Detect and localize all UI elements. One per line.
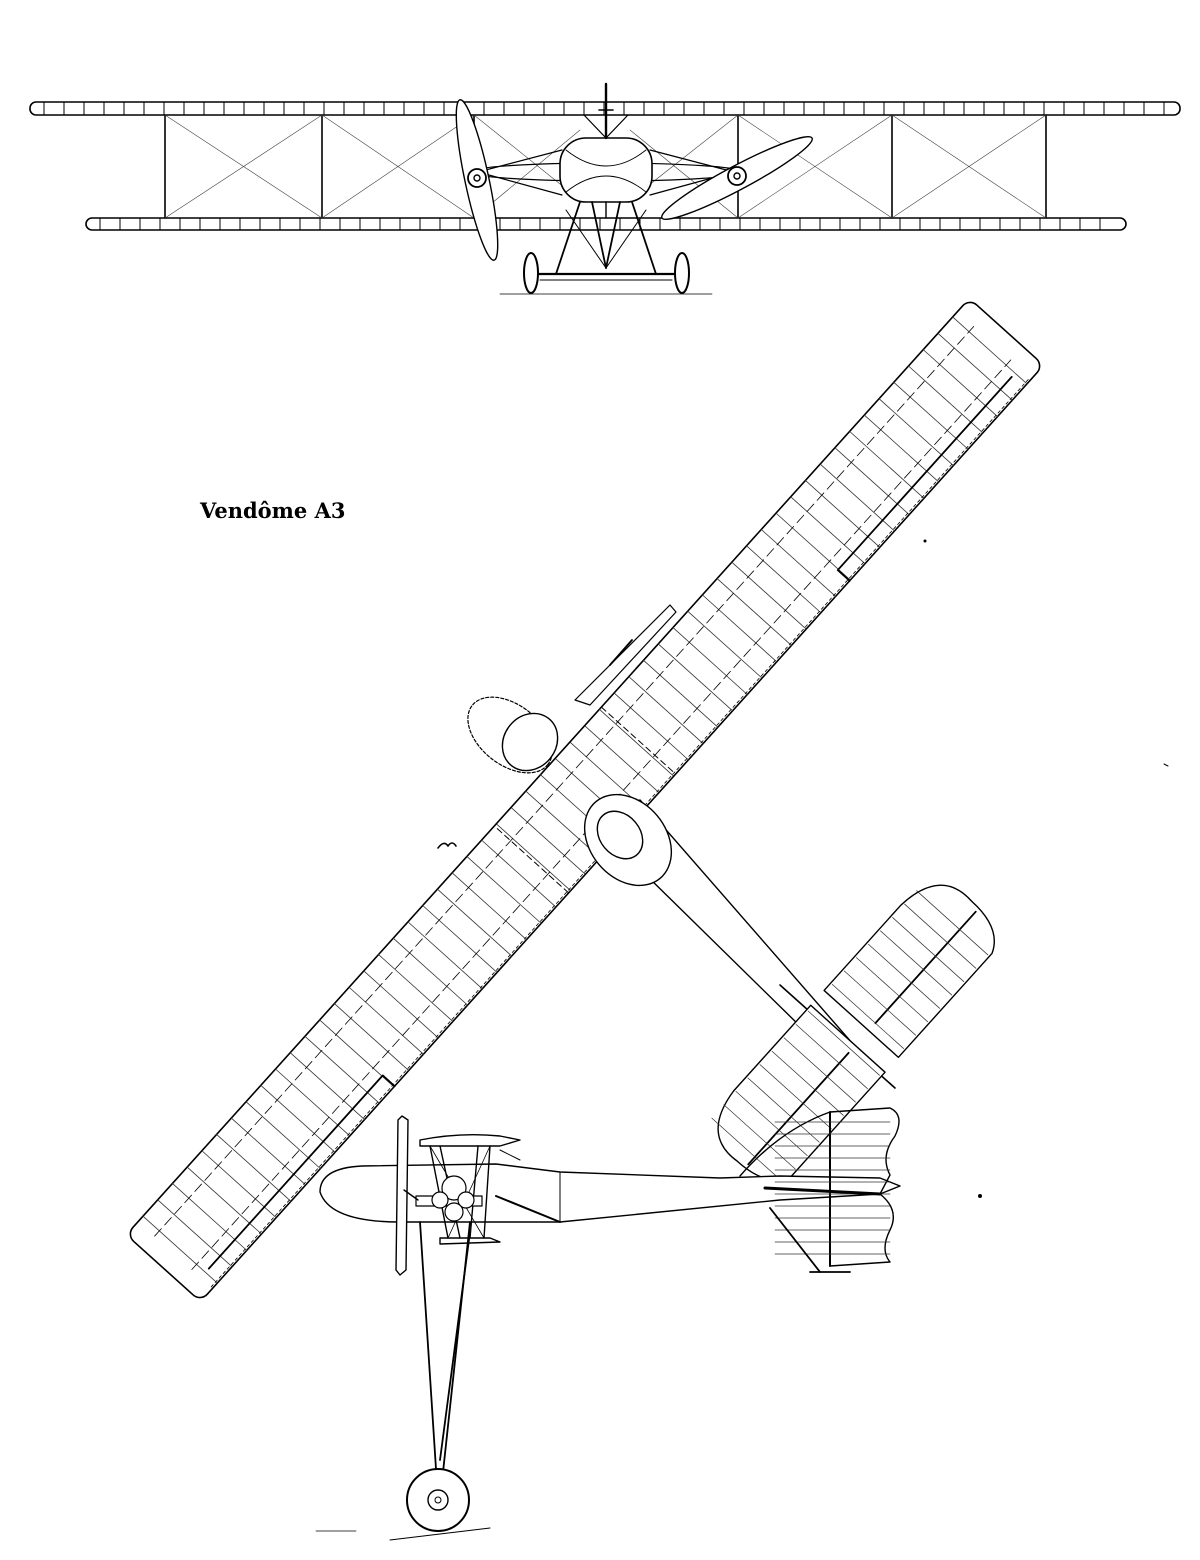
top-wing-rib	[423, 906, 497, 973]
top-wing-rib	[732, 562, 806, 629]
front-lower-wing	[86, 218, 1126, 230]
top-tail-rib	[893, 917, 964, 981]
aircraft-title: Vendôme A3	[200, 498, 346, 523]
top-wing-rib	[408, 922, 482, 989]
top-wing-rib	[953, 317, 1027, 384]
top-wing-rib	[467, 856, 541, 923]
top-wing-rib	[761, 529, 835, 596]
top-wing-rib	[644, 660, 718, 727]
front-left-propeller	[448, 97, 506, 262]
top-wing-rib	[673, 628, 747, 695]
side-engine	[416, 1176, 482, 1221]
front-bracing-wires	[165, 115, 1046, 218]
top-tail-rib	[760, 1065, 831, 1129]
side-propeller	[396, 1116, 418, 1275]
top-wing-rib	[629, 677, 703, 744]
top-wing-rib	[452, 873, 526, 940]
top-tail-rib	[784, 1038, 855, 1102]
top-wing-rib	[379, 955, 453, 1022]
front-undercarriage	[500, 202, 712, 294]
top-tailplane	[700, 867, 1009, 1195]
top-tail-rib	[808, 1011, 879, 1075]
front-fuselage	[560, 84, 652, 218]
side-tail-skid	[770, 1208, 850, 1272]
top-wing-rib	[747, 546, 821, 613]
top-tail-rib	[917, 891, 988, 955]
top-view	[126, 298, 1043, 1301]
side-view	[316, 1108, 900, 1540]
top-nacelle-left	[454, 682, 569, 788]
side-fin-rudder	[740, 1108, 899, 1266]
top-wing-rib	[364, 971, 438, 1038]
side-radiator	[496, 1196, 560, 1222]
top-tail-rib	[880, 931, 951, 995]
top-detail-mark	[438, 843, 456, 848]
top-tail-rib	[736, 1091, 807, 1155]
front-right-propeller	[656, 127, 817, 228]
top-propeller-upper	[575, 605, 676, 705]
top-tail-rib	[844, 971, 915, 1035]
top-tail-rib	[772, 1051, 843, 1115]
top-tail-rib	[748, 1078, 819, 1142]
top-wing-rib	[482, 840, 556, 907]
top-wing-rib	[599, 709, 673, 776]
top-wing-rib	[511, 807, 585, 874]
top-wing-rib	[585, 726, 659, 793]
top-wing-rib	[496, 824, 570, 891]
top-wing	[126, 298, 1043, 1301]
top-tail-rib	[712, 1118, 783, 1182]
top-wing-rib	[658, 644, 732, 711]
top-wing-rib	[349, 987, 423, 1054]
top-wing-rib	[437, 889, 511, 956]
top-wing-rib	[702, 595, 776, 662]
top-wing-rib	[688, 611, 762, 678]
top-tail-rib	[905, 904, 976, 968]
side-undercarriage	[316, 1222, 490, 1540]
top-wing-rib	[717, 579, 791, 646]
top-tail-rib	[832, 984, 903, 1048]
top-wing-rib	[143, 1216, 217, 1283]
top-tail-rib	[856, 958, 927, 1022]
top-wing-rib	[334, 1004, 408, 1071]
top-tail-rib	[868, 944, 939, 1008]
top-wing-rib	[393, 938, 467, 1005]
top-wing-rib	[614, 693, 688, 760]
top-tail-rib	[796, 1024, 867, 1088]
front-view	[30, 84, 1180, 294]
stray-marks	[924, 540, 1168, 1198]
